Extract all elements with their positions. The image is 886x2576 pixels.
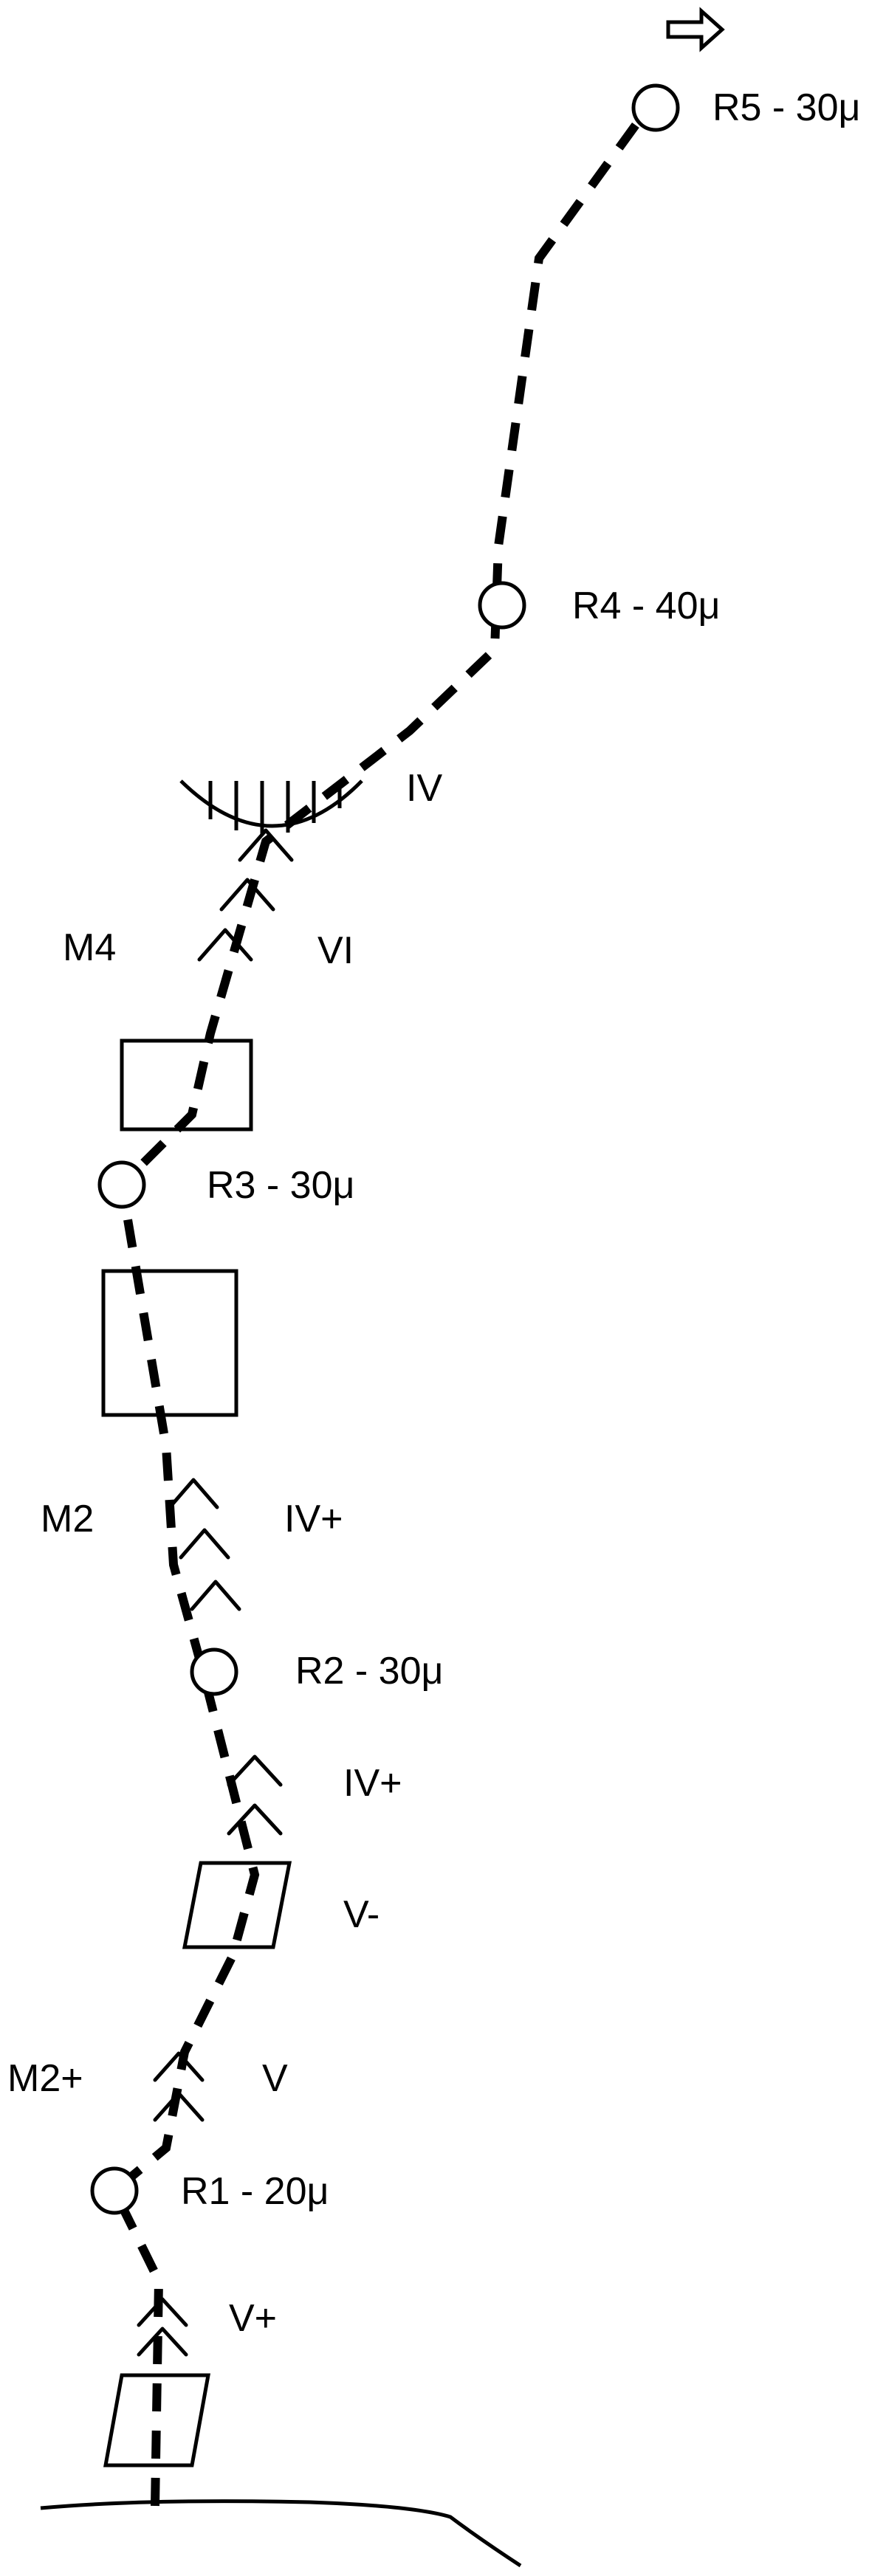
grade-label-m4: M4 (63, 926, 117, 969)
parallelogram-lower (103, 2373, 210, 2467)
belay-ring-r1 (90, 2166, 139, 2215)
grade-label-iv-plus-lower: IV+ (343, 1762, 402, 1805)
grade-label-v-minus: V- (343, 1893, 380, 1936)
parallelogram-upper (182, 1861, 292, 1949)
ledge-symbol (179, 779, 363, 836)
chevron-group-iv-plus-upper (168, 1478, 241, 1611)
box-upper (120, 1039, 253, 1132)
chevron-group-vi (197, 828, 294, 962)
belay-ring-r5 (631, 83, 680, 132)
belay-label-r4: R4 - 40μ (572, 585, 721, 627)
grade-label-m2-plus: M2+ (7, 2057, 83, 2100)
grade-label-iv-plus-upper: IV+ (284, 1498, 343, 1540)
grade-label-vi: VI (317, 929, 354, 972)
arrow-right-outline-icon (666, 7, 725, 52)
chevron-group-v-plus (137, 2297, 188, 2357)
belay-label-r3: R3 - 30μ (207, 1164, 355, 1207)
belay-ring-r3 (97, 1160, 146, 1209)
grade-label-v: V (262, 2057, 288, 2100)
box-middle (101, 1269, 238, 1417)
route-line (109, 108, 650, 2507)
grade-label-v-plus: V+ (229, 2297, 278, 2340)
belay-ring-r4 (478, 581, 526, 630)
belay-label-r2: R2 - 30μ (295, 1650, 444, 1692)
belay-label-r5: R5 - 30μ (712, 86, 861, 129)
belay-ring-r2 (190, 1647, 238, 1696)
chevron-group-v (153, 2051, 205, 2122)
ground-line (40, 2499, 522, 2568)
belay-label-r1: R1 - 20μ (181, 2170, 329, 2213)
grade-label-iv-top: IV (406, 767, 443, 810)
grade-label-m2: M2 (41, 1498, 95, 1540)
chevron-group-iv-plus-lower (227, 1754, 283, 1836)
